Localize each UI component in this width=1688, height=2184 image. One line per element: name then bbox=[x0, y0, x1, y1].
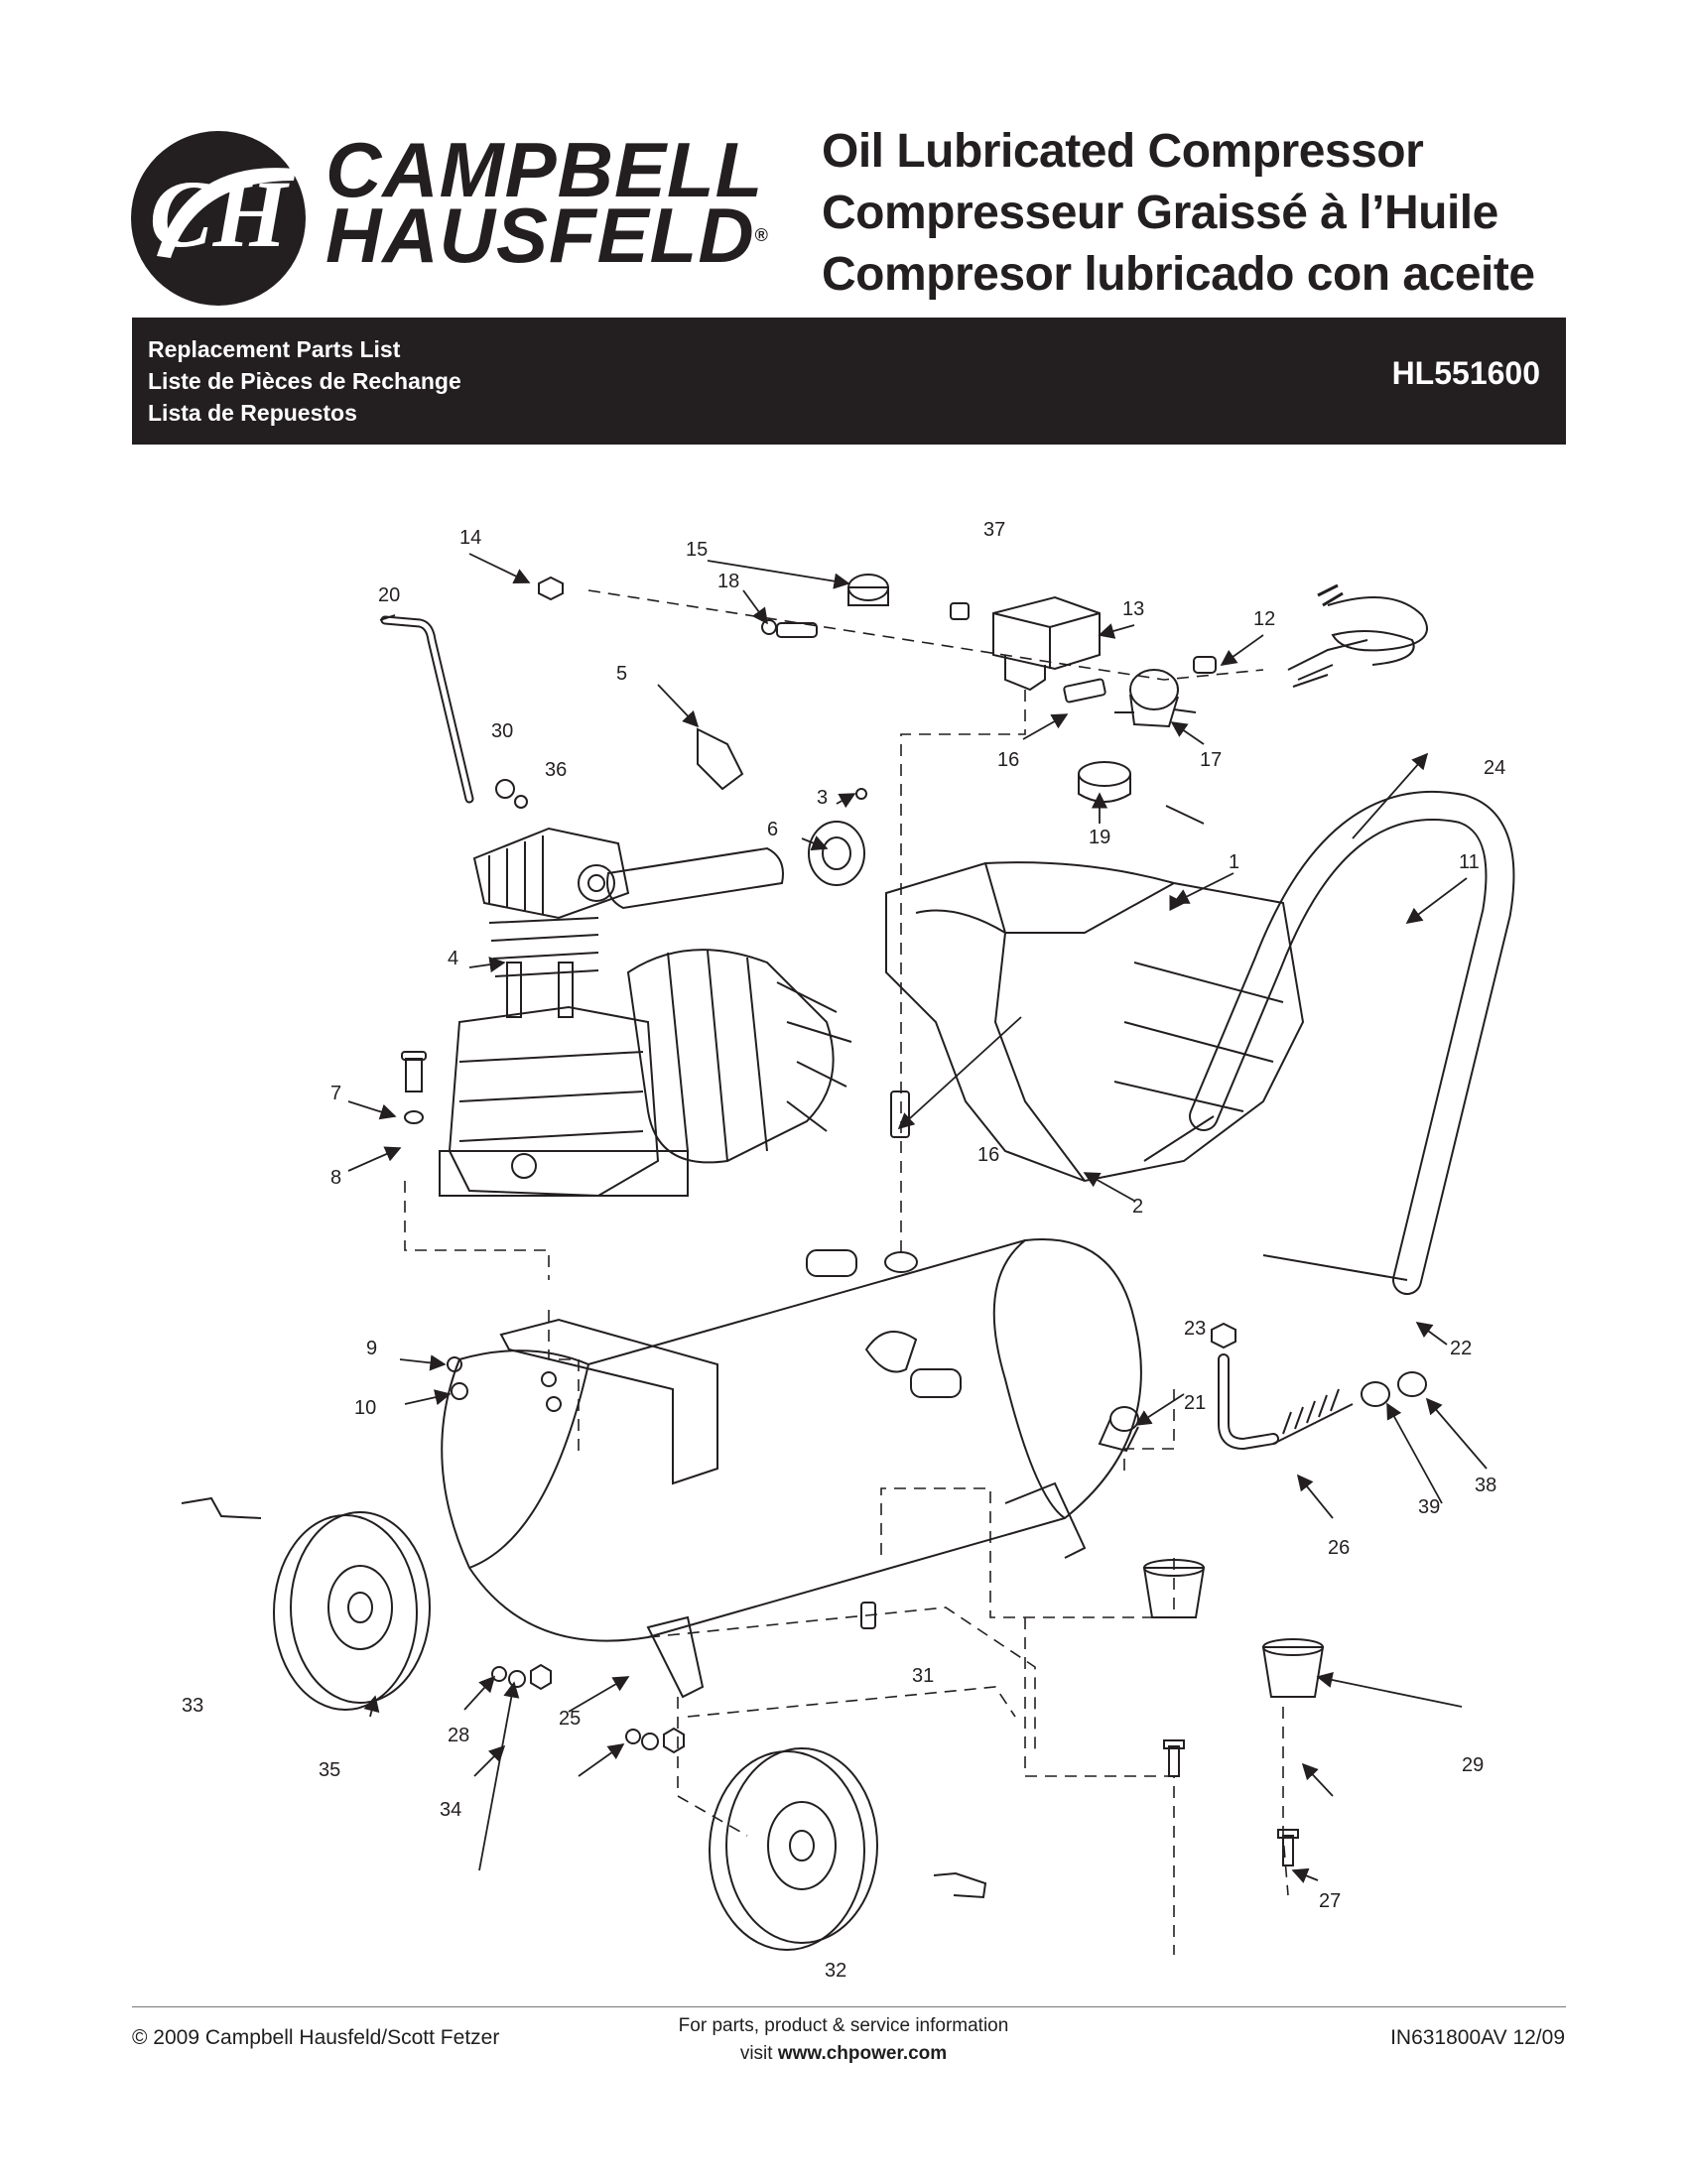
callout-22: 22 bbox=[1450, 1338, 1472, 1359]
title-english: Oil Lubricated Compressor bbox=[822, 125, 1424, 178]
callout-8: 8 bbox=[330, 1167, 341, 1189]
callout-23: 23 bbox=[1184, 1318, 1206, 1340]
callout-25: 25 bbox=[559, 1708, 581, 1730]
parts-list-english: Replacement Parts List bbox=[148, 336, 401, 362]
logo-wordmark: CAMPBELL HAUSFELD® bbox=[325, 126, 769, 279]
callout-1: 1 bbox=[1229, 851, 1239, 873]
model-number: HL551600 bbox=[1391, 355, 1540, 391]
callout-16-lower: 16 bbox=[977, 1144, 999, 1166]
callout-31: 31 bbox=[912, 1665, 934, 1687]
title-french: Compresseur Graissé à l’Huile bbox=[822, 187, 1498, 239]
callout-34: 34 bbox=[440, 1799, 461, 1821]
callout-36: 36 bbox=[545, 759, 567, 781]
callout-35: 35 bbox=[319, 1759, 340, 1781]
callout-30: 30 bbox=[491, 720, 513, 742]
parts-list-french: Liste de Pièces de Rechange bbox=[148, 368, 461, 394]
callout-6: 6 bbox=[767, 819, 778, 840]
brand-logo: CH CAMPBELL HAUSFELD® bbox=[127, 119, 802, 318]
parts-list-titles: Replacement Parts List Liste de Pièces d… bbox=[148, 333, 461, 429]
footer-rule bbox=[132, 2006, 1566, 2007]
ch-monogram-icon: CH bbox=[131, 131, 306, 306]
website-link[interactable]: www.chpower.com bbox=[777, 2043, 948, 2064]
callout-21: 21 bbox=[1184, 1392, 1206, 1414]
callout-4: 4 bbox=[448, 948, 458, 969]
footer-service-info: For parts, product & service information… bbox=[615, 2012, 1072, 2068]
callout-29: 29 bbox=[1462, 1754, 1484, 1776]
callout-3: 3 bbox=[817, 787, 828, 809]
monogram-text: CH bbox=[150, 161, 291, 267]
callout-20: 20 bbox=[378, 584, 400, 606]
exploded-parts-diagram: 1 2 3 4 5 6 7 8 9 10 11 12 13 14 15 16 1… bbox=[181, 519, 1515, 1982]
callout-33: 33 bbox=[182, 1695, 203, 1717]
callout-24: 24 bbox=[1484, 757, 1505, 779]
footer-copyright: © 2009 Campbell Hausfeld/Scott Fetzer bbox=[132, 2026, 500, 2049]
callout-14: 14 bbox=[459, 527, 481, 549]
callout-7: 7 bbox=[330, 1083, 341, 1104]
visit-line: visit www.chpower.com bbox=[739, 2043, 948, 2064]
callout-38: 38 bbox=[1475, 1475, 1496, 1496]
callout-28: 28 bbox=[448, 1725, 469, 1746]
callout-10: 10 bbox=[354, 1397, 376, 1419]
callout-39: 39 bbox=[1418, 1496, 1440, 1518]
logo-line-2: HAUSFELD® bbox=[325, 192, 769, 279]
callout-19: 19 bbox=[1089, 827, 1110, 848]
parts-list-band: Replacement Parts List Liste de Pièces d… bbox=[132, 318, 1566, 445]
callout-12: 12 bbox=[1253, 608, 1275, 630]
callout-15: 15 bbox=[686, 539, 708, 561]
logo-line-1: CAMPBELL bbox=[325, 126, 764, 213]
title-spanish: Compresor lubricado con aceite bbox=[822, 248, 1535, 301]
callout-5: 5 bbox=[616, 663, 627, 685]
parts-list-spanish: Lista de Repuestos bbox=[148, 400, 357, 426]
callout-18: 18 bbox=[717, 571, 739, 592]
document-titles: Oil Lubricated Compressor Compresseur Gr… bbox=[822, 121, 1535, 306]
callout-16-upper: 16 bbox=[997, 749, 1019, 771]
callout-17: 17 bbox=[1200, 749, 1222, 771]
callout-37: 37 bbox=[983, 519, 1005, 541]
callout-9: 9 bbox=[366, 1338, 377, 1359]
registered-mark: ® bbox=[754, 225, 769, 245]
footer-doc-code: IN631800AV 12/09 bbox=[1390, 2026, 1565, 2049]
callout-26: 26 bbox=[1328, 1537, 1350, 1559]
callout-11: 11 bbox=[1459, 851, 1480, 873]
callout-13: 13 bbox=[1122, 598, 1144, 620]
callout-32: 32 bbox=[825, 1960, 846, 1982]
callout-2: 2 bbox=[1132, 1196, 1143, 1218]
callout-labels: 1 2 3 4 5 6 7 8 9 10 11 12 13 14 15 16 1… bbox=[182, 519, 1505, 1982]
service-line: For parts, product & service information bbox=[678, 2015, 1009, 2036]
callout-27: 27 bbox=[1319, 1890, 1341, 1912]
